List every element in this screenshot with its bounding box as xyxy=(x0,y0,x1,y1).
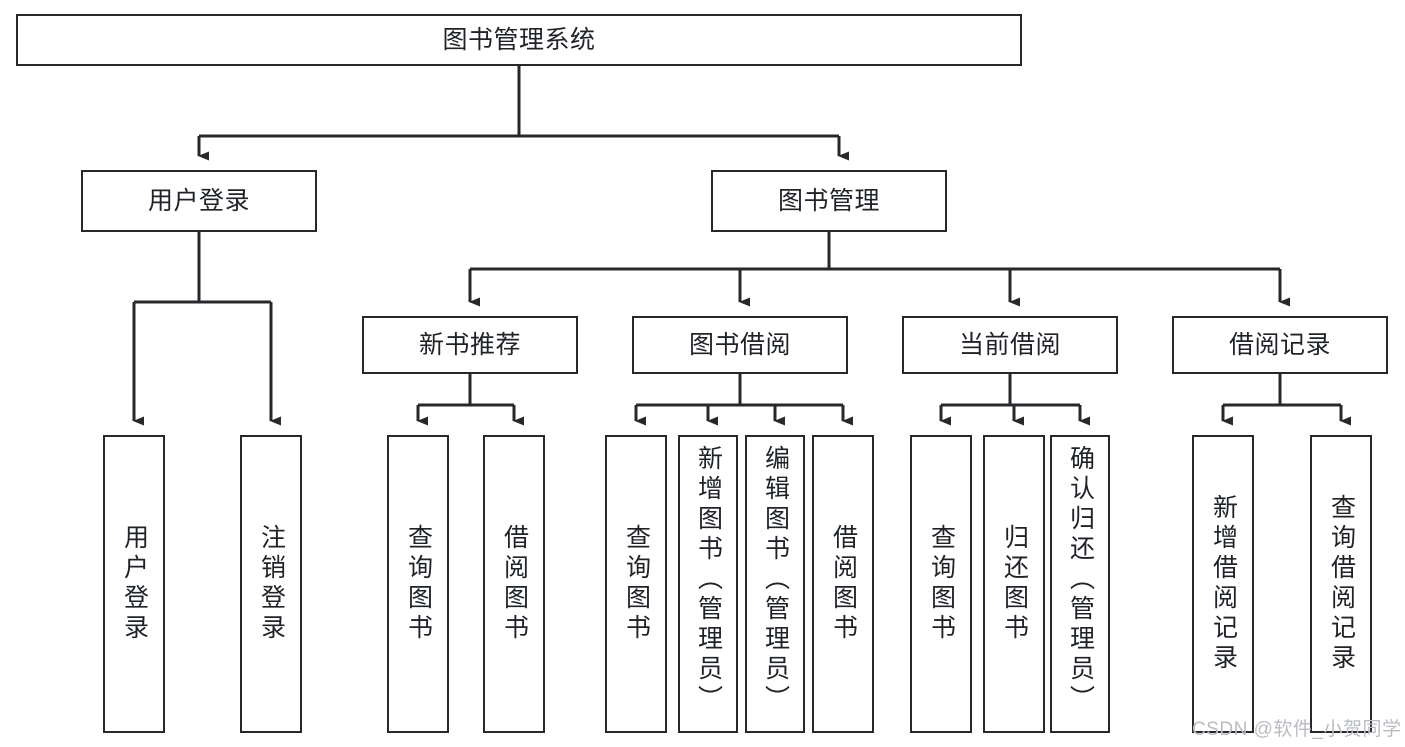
node-book-borrow[interactable]: 图书借阅 xyxy=(632,316,848,374)
node-borrow-record-label: 借阅记录 xyxy=(1228,331,1331,359)
node-leaf-add-book-admin-label: 新增图书（管理员） xyxy=(694,445,723,715)
node-leaf-user-login-label: 用户登录 xyxy=(120,524,149,644)
node-leaf-query-book-cb-label: 查询图书 xyxy=(927,524,956,644)
node-leaf-borrow-book-nb[interactable]: 借阅图书 xyxy=(483,435,545,733)
node-leaf-query-borrow-record[interactable]: 查询借阅记录 xyxy=(1310,435,1372,733)
node-leaf-user-login[interactable]: 用户登录 xyxy=(103,435,165,733)
node-leaf-logout-label: 注销登录 xyxy=(257,524,286,644)
node-new-book-recommend[interactable]: 新书推荐 xyxy=(362,316,578,374)
node-leaf-query-book-cb[interactable]: 查询图书 xyxy=(910,435,972,733)
node-book-borrow-label: 图书借阅 xyxy=(688,331,791,359)
node-leaf-add-borrow-record[interactable]: 新增借阅记录 xyxy=(1192,435,1254,733)
node-root-label: 图书管理系统 xyxy=(442,26,596,54)
node-leaf-borrow-book-bb[interactable]: 借阅图书 xyxy=(812,435,874,733)
node-leaf-borrow-book-bb-label: 借阅图书 xyxy=(829,524,858,644)
node-new-book-recommend-label: 新书推荐 xyxy=(418,331,521,359)
node-leaf-add-book-admin[interactable]: 新增图书（管理员） xyxy=(678,435,738,733)
csdn-watermark: CSDN @软件_小贺同学 xyxy=(1192,719,1402,740)
node-leaf-logout[interactable]: 注销登录 xyxy=(240,435,302,733)
node-leaf-return-book[interactable]: 归还图书 xyxy=(983,435,1045,733)
node-leaf-confirm-return-admin[interactable]: 确认归还（管理员） xyxy=(1050,435,1110,733)
node-leaf-query-book-nb-label: 查询图书 xyxy=(404,524,433,644)
node-user-login[interactable]: 用户登录 xyxy=(81,170,317,232)
node-root-system[interactable]: 图书管理系统 xyxy=(16,14,1022,66)
node-current-borrow-label: 当前借阅 xyxy=(958,331,1061,359)
node-current-borrow[interactable]: 当前借阅 xyxy=(902,316,1118,374)
node-leaf-query-borrow-record-label: 查询借阅记录 xyxy=(1327,494,1356,674)
node-leaf-edit-book-admin[interactable]: 编辑图书（管理员） xyxy=(745,435,805,733)
node-leaf-query-book-nb[interactable]: 查询图书 xyxy=(387,435,449,733)
node-borrow-record[interactable]: 借阅记录 xyxy=(1172,316,1388,374)
node-leaf-query-book-bb[interactable]: 查询图书 xyxy=(605,435,667,733)
node-leaf-edit-book-admin-label: 编辑图书（管理员） xyxy=(761,445,790,715)
node-book-management[interactable]: 图书管理 xyxy=(711,170,947,232)
node-leaf-return-book-label: 归还图书 xyxy=(1000,524,1029,644)
node-leaf-borrow-book-nb-label: 借阅图书 xyxy=(500,524,529,644)
node-leaf-confirm-return-admin-label: 确认归还（管理员） xyxy=(1066,445,1095,715)
node-leaf-add-borrow-record-label: 新增借阅记录 xyxy=(1209,494,1238,674)
node-book-management-label: 图书管理 xyxy=(777,187,880,215)
node-leaf-query-book-bb-label: 查询图书 xyxy=(622,524,651,644)
node-user-login-label: 用户登录 xyxy=(147,187,250,215)
